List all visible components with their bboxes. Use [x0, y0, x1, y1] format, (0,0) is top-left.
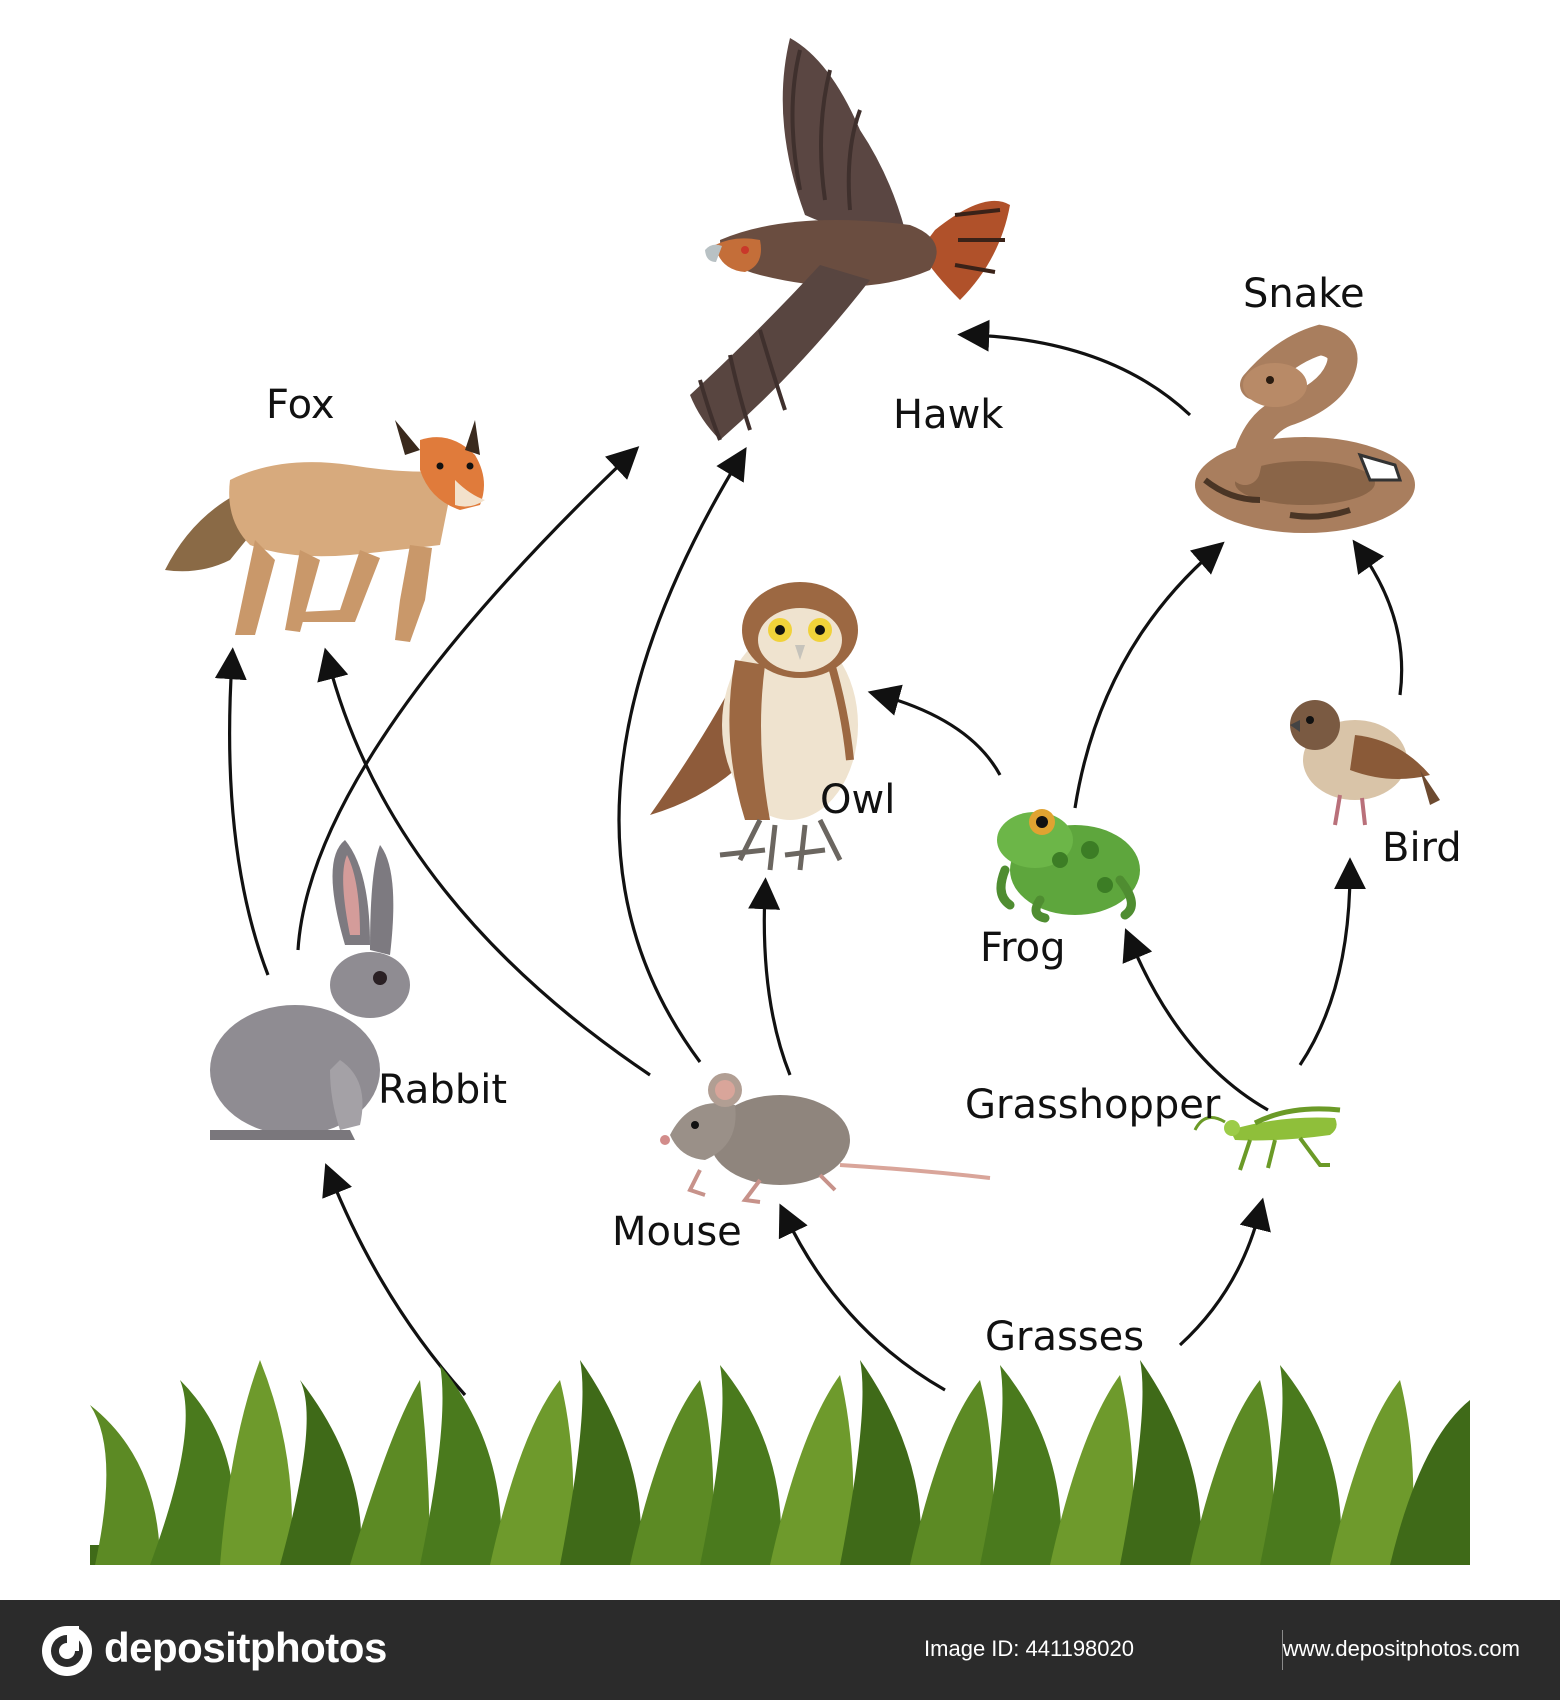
grasshopper-label: Grasshopper	[965, 1082, 1221, 1128]
rabbit-illustration	[210, 840, 410, 1140]
arrow-grasshopper-to-frog	[1122, 928, 1269, 1112]
hawk-illustration	[690, 38, 1010, 441]
arrow-snake-to-hawk	[957, 319, 1192, 417]
fox-illustration	[165, 420, 485, 642]
arrow-bird-to-snake	[1352, 539, 1404, 696]
arrow-grasshopper-to-bird	[1298, 857, 1366, 1066]
arrow-mouse-to-owl	[748, 877, 792, 1076]
owl-label: Owl	[820, 777, 896, 823]
bird-label: Bird	[1382, 825, 1462, 871]
food-web-diagram: Hawk Snake Fox Owl Frog Bird Rabbit Gras…	[90, 38, 1470, 1565]
arrow-mouse-to-fox	[317, 647, 651, 1077]
mouse-illustration	[660, 1073, 991, 1204]
frog-illustration	[996, 809, 1140, 923]
arrow-grasses-to-grasshopper	[1178, 1197, 1271, 1347]
owl-illustration	[650, 582, 858, 871]
grasses-label: Grasses	[985, 1314, 1145, 1360]
hawk-label: Hawk	[893, 392, 1004, 438]
watermark-footer: depositphotos Image ID: 441198020 www.de…	[0, 1600, 1560, 1700]
arrow-rabbit-to-fox	[214, 647, 270, 976]
arrow-mouse-to-hawk	[617, 447, 747, 1063]
arrow-rabbit-to-hawk	[296, 446, 640, 951]
snake-illustration	[1195, 324, 1415, 533]
grass-illustration	[90, 1360, 1470, 1565]
frog-label: Frog	[980, 925, 1066, 971]
arrow-frog-to-snake	[1073, 541, 1225, 809]
arrow-frog-to-owl	[867, 684, 1002, 776]
grasshopper-illustration	[1193, 1106, 1341, 1171]
arrow-grasses-to-mouse	[778, 1203, 946, 1392]
bird-illustration	[1290, 700, 1440, 826]
arrow-grasses-to-rabbit	[322, 1163, 467, 1397]
fox-label: Fox	[266, 382, 335, 428]
mouse-label: Mouse	[612, 1209, 742, 1255]
footer-divider	[1282, 1630, 1283, 1670]
energy-flow-arrows	[214, 319, 1404, 1397]
snake-label: Snake	[1243, 271, 1365, 317]
depositphotos-logo-icon	[42, 1626, 92, 1676]
food-web-canvas	[90, 38, 1470, 1565]
image-id: Image ID: 441198020	[924, 1636, 1134, 1661]
rabbit-label: Rabbit	[378, 1067, 508, 1113]
brand-name: depositphotos	[104, 1624, 387, 1671]
site-url: www.depositphotos.com	[1282, 1636, 1520, 1661]
